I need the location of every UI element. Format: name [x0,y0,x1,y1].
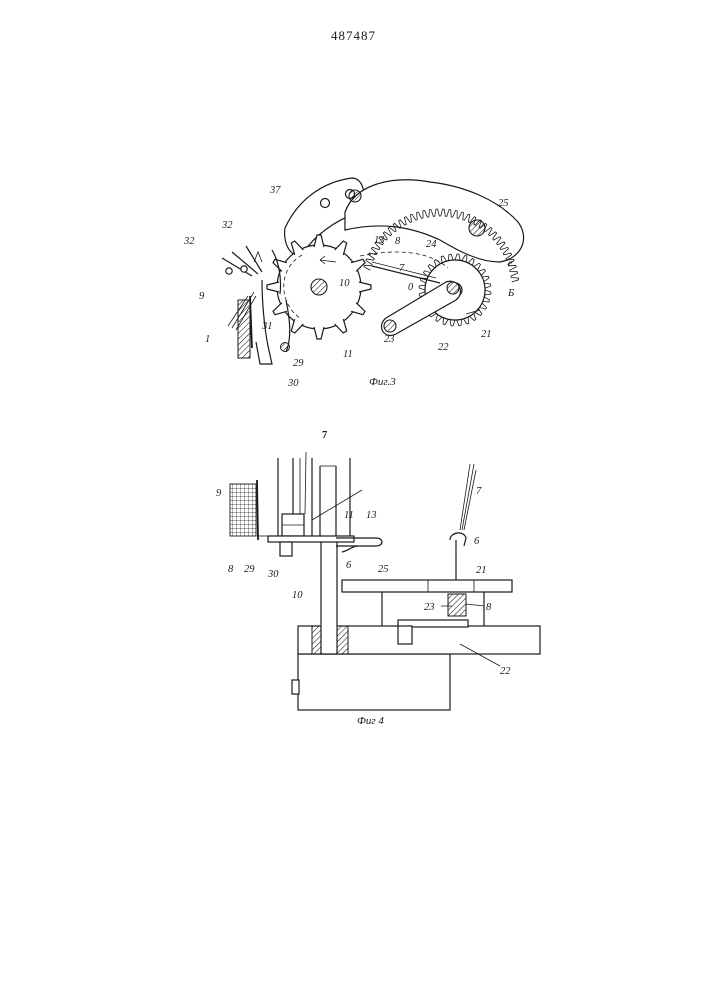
label-6a: 6 [346,560,352,571]
label-23: 23 [384,334,395,345]
label-25: 25 [498,198,509,209]
label-10: 10 [292,590,303,601]
label-13: 13 [374,235,385,246]
figure-3-caption: Фиг.3 [369,376,396,388]
label-13: 13 [366,510,377,521]
label-10: 10 [339,278,350,289]
label-31: 31 [261,321,273,332]
label-8: 8 [395,236,401,247]
label-9: 9 [199,291,205,302]
label-30: 30 [267,569,279,580]
label-25: 25 [378,564,389,575]
label-23: 23 [424,602,435,613]
label-21: 21 [476,565,487,576]
label-9: 9 [216,488,222,499]
label-11: 11 [344,510,354,521]
label-b: Б [507,288,514,299]
star-wheel-tooth [314,327,324,339]
label-7a: 7 [322,430,327,441]
label-8a: 8 [228,564,234,575]
label-7b: 7 [476,486,482,497]
label-32b: 32 [183,236,195,247]
figure-4: 7 7 9 11 13 6 6 8 29 30 10 25 21 23 8 22… [216,430,540,727]
label-0: 0 [408,282,414,293]
label-21: 21 [481,329,492,340]
label-e: е [508,258,513,269]
label-29: 29 [293,358,304,369]
star-wheel-tooth [359,282,371,292]
label-37: 37 [269,185,281,196]
label-29: 29 [244,564,255,575]
label-32a: 32 [221,220,233,231]
label-30: 30 [287,378,299,389]
figure-4-caption: Фиг 4 [357,715,384,727]
label-11: 11 [343,349,353,360]
label-7: 7 [399,263,405,274]
base-block [298,654,450,710]
label-1: 1 [205,334,210,345]
figure-3: 37 32 32 13 8 24 25 7 10 е 0 Б 9 1 31 29… [183,178,524,389]
label-6b: 6 [474,536,480,547]
label-8b: 8 [486,602,492,613]
shaft-10 [311,279,327,295]
label-22: 22 [438,342,449,353]
label-24: 24 [426,239,437,250]
shaft-10-side [321,540,337,654]
label-22: 22 [500,666,511,677]
star-wheel-tooth [267,282,279,292]
plate-25-side [342,580,512,592]
